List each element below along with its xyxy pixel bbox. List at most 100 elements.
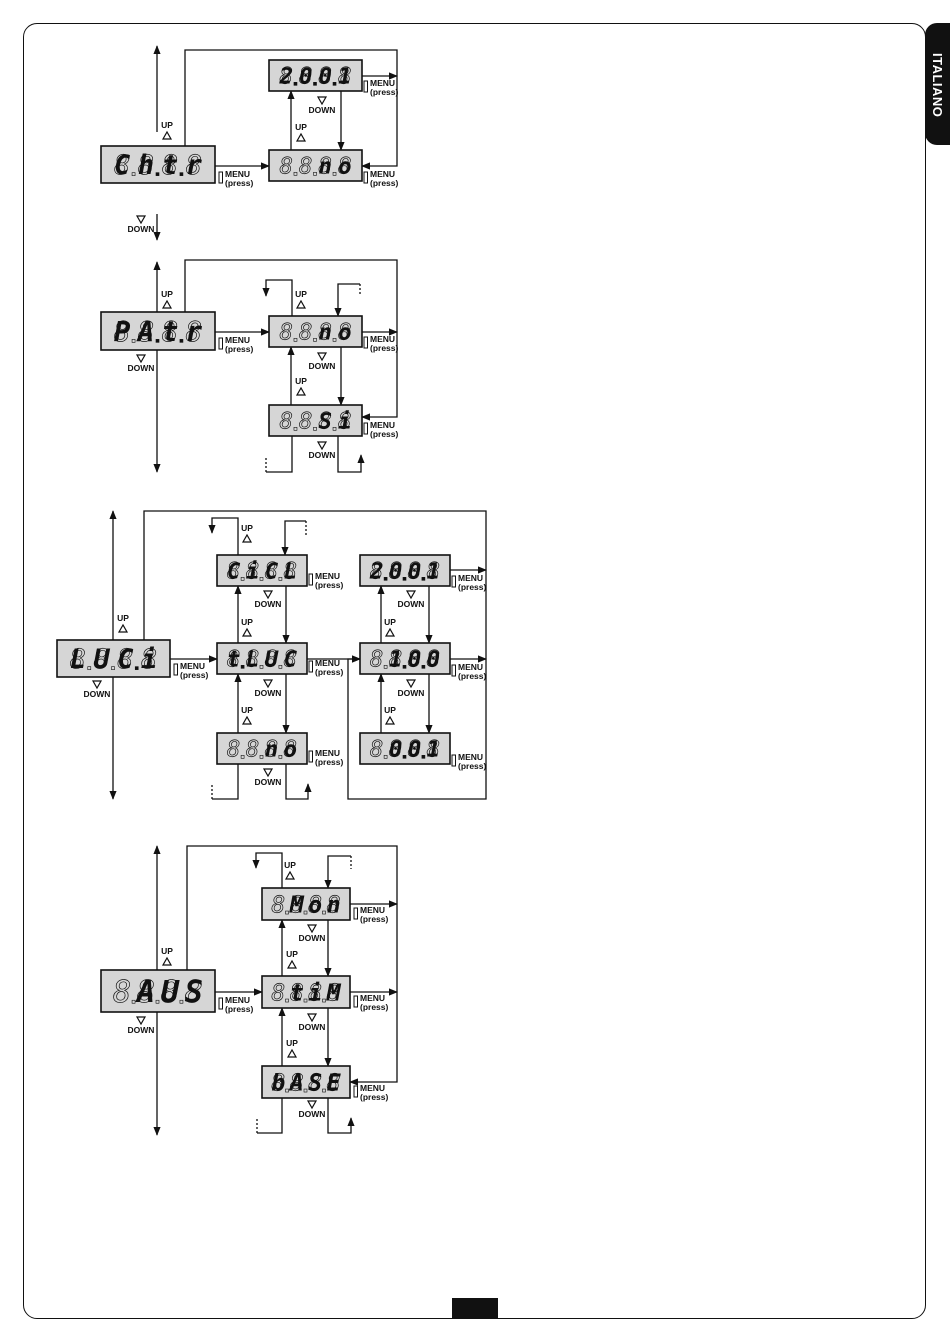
menu-button-icon	[353, 1085, 358, 1098]
option-display	[268, 404, 363, 437]
press-label: (press)	[370, 87, 399, 97]
up-arrow-icon	[241, 627, 253, 637]
digit-outline: 8	[279, 409, 292, 435]
digit-outline: 8	[284, 737, 297, 763]
digit-outline: 8	[162, 150, 178, 181]
down-arrow-icon	[135, 215, 147, 225]
digit-outline: 8	[319, 409, 332, 435]
press-label: (press)	[458, 582, 487, 592]
up-label: UP	[295, 376, 307, 386]
down-label: DOWN	[128, 224, 155, 234]
up-label: UP	[117, 613, 129, 623]
display-digit: 0	[408, 559, 421, 585]
display-digit: 1	[389, 647, 402, 673]
menu-label: MENU	[370, 169, 395, 179]
press-label: (press)	[360, 914, 389, 924]
decimal-point	[179, 339, 184, 343]
menu-label: MENU	[225, 335, 250, 345]
down-arrow-icon	[262, 590, 274, 600]
digit-outline: 8	[227, 737, 240, 763]
display-digit: C	[117, 644, 133, 675]
digit-outline: 8	[246, 737, 259, 763]
menu-button-icon	[173, 663, 178, 676]
digit-outline: 8	[279, 64, 292, 90]
decimal-point	[313, 82, 317, 86]
option-display	[268, 149, 363, 182]
up-arrow-icon	[384, 627, 396, 637]
digit-outline: 8	[299, 64, 312, 90]
down-label: DOWN	[309, 105, 336, 115]
up-label: UP	[241, 617, 253, 627]
flow-line	[186, 845, 398, 1086]
display-digit: o	[284, 737, 297, 763]
decimal-point	[383, 577, 388, 581]
decimal-point	[313, 172, 317, 176]
display-digit: A	[136, 317, 154, 348]
press-label: (press)	[315, 580, 344, 590]
up-label: UP	[241, 523, 253, 533]
digit-outline: 8	[408, 647, 421, 673]
display-digit: t	[227, 647, 240, 673]
decimal-point	[278, 577, 283, 581]
menu-label: MENU	[458, 662, 483, 672]
flow-line	[184, 259, 398, 421]
decimal-point	[155, 172, 160, 176]
up-label: UP	[284, 860, 296, 870]
decimal-point	[240, 665, 245, 669]
display-digit: 1	[427, 737, 440, 763]
menu-label: MENU	[458, 752, 483, 762]
display-digit: t	[290, 980, 304, 1006]
down-label: DOWN	[398, 688, 425, 698]
decimal-point	[421, 577, 426, 581]
decimal-point	[402, 665, 407, 669]
menu-button-icon	[353, 907, 358, 920]
display-digit: C	[227, 559, 241, 585]
flow-line	[337, 436, 365, 473]
display-digit: 0	[427, 647, 440, 673]
digit-outline: 8	[185, 975, 203, 1010]
up-label: UP	[286, 1038, 298, 1048]
display-digit: n	[265, 737, 278, 763]
flow-line	[212, 764, 239, 800]
decimal-point	[131, 339, 136, 343]
flow-line	[324, 855, 351, 889]
display-digit: A	[288, 1070, 304, 1096]
down-arrow-icon	[262, 679, 274, 689]
display-digit: 1	[338, 64, 351, 90]
flow-line	[262, 279, 293, 316]
display-digit: C	[265, 559, 279, 585]
press-label: (press)	[370, 429, 399, 439]
digit-outline: 8	[70, 644, 86, 675]
digit-outline: 8	[290, 980, 304, 1006]
display-digit: L	[284, 559, 297, 585]
digit-outline: 8	[117, 644, 133, 675]
digit-outline: 8	[427, 647, 440, 673]
digit-outline: 8	[284, 559, 297, 585]
digit-outline: 8	[370, 647, 383, 673]
down-label: DOWN	[398, 599, 425, 609]
menu-button-icon	[363, 80, 368, 93]
option-display	[216, 732, 308, 765]
display-digit: S	[185, 975, 203, 1010]
menu-button-icon	[218, 171, 223, 184]
press-label: (press)	[458, 671, 487, 681]
menu-button-icon	[218, 337, 223, 350]
decimal-point	[322, 1088, 326, 1093]
decimal-point	[303, 910, 308, 915]
display-digit: C	[284, 647, 298, 673]
digit-outline: 8	[319, 320, 332, 346]
decimal-point	[285, 910, 289, 915]
digit-outline: 8	[408, 737, 421, 763]
decimal-point	[259, 755, 264, 759]
digit-outline: 8	[389, 559, 402, 585]
press-label: (press)	[225, 178, 254, 188]
display-digit: E	[327, 1070, 342, 1096]
flow-line	[281, 520, 306, 556]
up-arrow-icon	[284, 870, 296, 880]
digit-outline: 8	[338, 320, 351, 346]
down-label: DOWN	[309, 361, 336, 371]
decimal-point	[313, 338, 317, 342]
press-label: (press)	[315, 757, 344, 767]
menu-button-icon	[308, 750, 313, 763]
